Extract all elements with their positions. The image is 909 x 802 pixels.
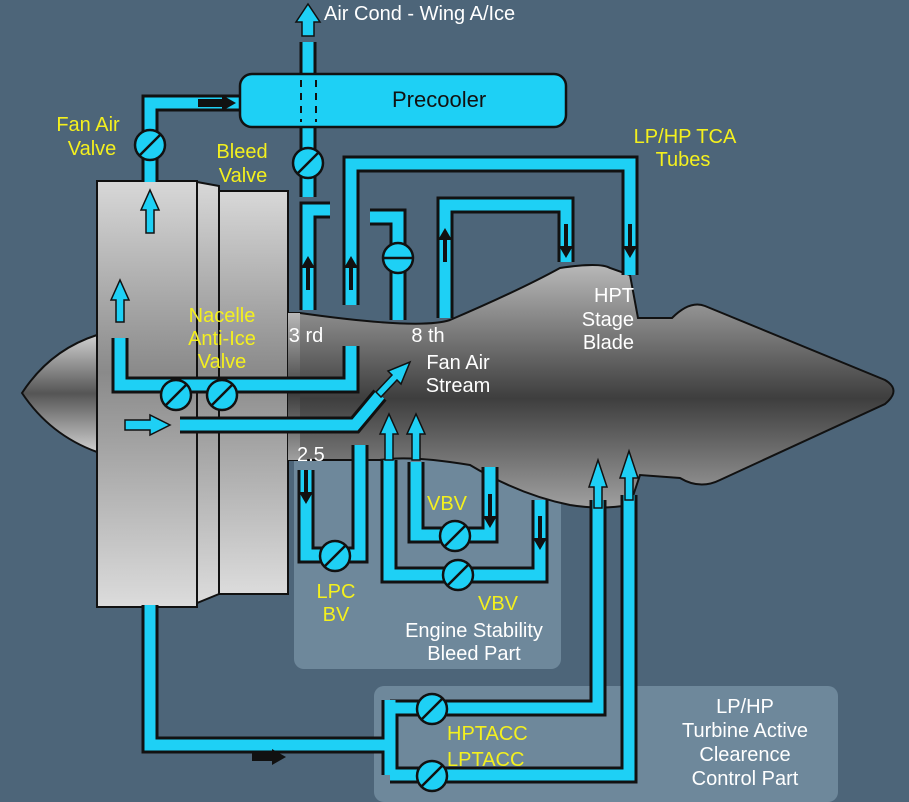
air-cond-arrow-icon <box>294 2 322 37</box>
bleed-valve-label-1: Bleed <box>216 141 267 163</box>
vbv-lower-label: VBV <box>478 593 519 615</box>
tca-label-2: Tubes <box>656 149 711 171</box>
arrow-right-icon <box>252 749 286 765</box>
flow-arrows <box>198 95 637 765</box>
cyan-arrows <box>109 188 640 509</box>
tca-label-1: LP/HP TCA <box>634 126 737 148</box>
arrow-down-icon <box>299 470 313 504</box>
nacelle-label-2: Anti-Ice <box>188 328 256 350</box>
arrow-down-icon <box>623 224 637 258</box>
fan-air-valve[interactable] <box>133 128 167 162</box>
fan-air-valve-label-1: Fan Air <box>56 114 120 136</box>
arrow-down-icon <box>533 516 547 550</box>
lpc-bv-label-2: BV <box>323 604 350 626</box>
hptacc-valve[interactable] <box>415 692 449 726</box>
arrow-right-icon <box>198 95 236 111</box>
vbv-valve-lower[interactable] <box>441 558 475 592</box>
engine-core <box>289 264 895 509</box>
arrow-up-icon <box>587 457 609 509</box>
arrow-up-icon <box>344 256 358 290</box>
engine-stability-label-2: Bleed Part <box>427 643 521 665</box>
turbine-acc-label-4: Control Part <box>692 768 799 790</box>
fan-air-valve-label-2: Valve <box>68 138 117 160</box>
precooler-label: Precooler <box>392 87 486 112</box>
arrow-diag-icon <box>374 360 412 399</box>
bleed-valve[interactable] <box>291 146 325 180</box>
precooler-passthrough <box>300 80 317 122</box>
nacelle-label-1: Nacelle <box>189 305 256 327</box>
lpc-bv-label-1: LPC <box>317 581 356 603</box>
valves <box>133 128 475 793</box>
vbv-upper-label: VBV <box>427 493 468 515</box>
bleed-valve-label-2: Valve <box>219 165 268 187</box>
arrow-up-icon <box>405 412 427 461</box>
hpt-label-3: Blade <box>583 332 634 354</box>
hp-shutoff-valve[interactable] <box>381 241 415 275</box>
arrow-up-icon <box>438 228 452 262</box>
hpt-label-1: HPT <box>594 285 634 307</box>
air-cond-label: Air Cond - Wing A/Ice <box>324 3 515 25</box>
arrow-up-icon <box>109 278 131 323</box>
turbine-acc-label-1: LP/HP <box>716 696 774 718</box>
engine-stability-label-1: Engine Stability <box>405 620 543 642</box>
spinner <box>20 333 98 454</box>
vbv-valve-upper[interactable] <box>438 519 472 553</box>
turbine-acc-label-2: Turbine Active <box>682 720 808 742</box>
nacelle-label-3: Valve <box>198 351 247 373</box>
hpt-label-2: Stage <box>582 309 634 331</box>
arrow-up-icon <box>378 412 400 461</box>
arrow-down-icon <box>483 494 497 528</box>
lptacc-valve[interactable] <box>415 759 449 793</box>
stage-8th-label: 8 th <box>411 325 444 347</box>
stage-2-5-label: 2.5 <box>297 444 325 466</box>
lpc-bv-valve[interactable] <box>318 539 352 573</box>
arrow-up-icon <box>139 188 161 234</box>
arrow-up-icon <box>618 448 640 501</box>
fan-air-stream-label-1: Fan Air <box>426 352 490 374</box>
fan-air-stream-label-2: Stream <box>426 375 490 397</box>
lptacc-label: LPTACC <box>447 749 524 771</box>
arrow-down-icon <box>559 224 573 258</box>
hptacc-label: HPTACC <box>447 723 528 745</box>
stage-3rd-label: 3 rd <box>289 325 323 347</box>
arrow-right-icon <box>124 413 172 437</box>
nacelle-anti-ice-valve-1[interactable] <box>159 378 193 412</box>
precooler-box <box>238 72 568 129</box>
nacelle-anti-ice-valve-2[interactable] <box>205 378 239 412</box>
turbine-acc-label-3: Clearence <box>699 744 790 766</box>
arrow-up-icon <box>301 256 315 290</box>
